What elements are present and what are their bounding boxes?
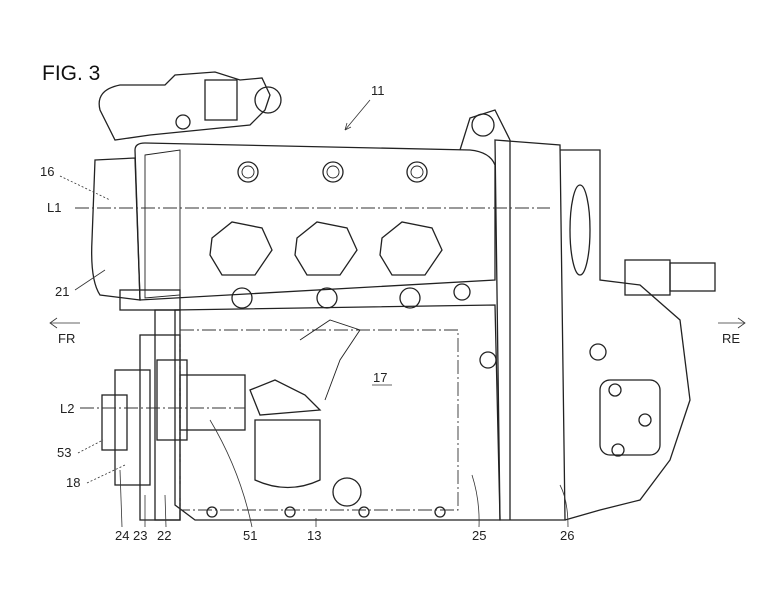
cylinder-head xyxy=(134,109,511,309)
label-l1: L1 xyxy=(47,200,61,215)
label-51: 51 xyxy=(243,528,257,543)
front-arrow: FR xyxy=(49,317,80,346)
label-24: 24 xyxy=(115,528,129,543)
label-26: 26 xyxy=(560,528,574,543)
svg-text:FR: FR xyxy=(58,331,75,346)
label-21: 21 xyxy=(55,284,69,299)
label-17: 17 xyxy=(373,370,387,385)
label-18: 18 xyxy=(66,475,80,490)
front-covers xyxy=(91,157,246,521)
label-53: 53 xyxy=(57,445,71,460)
figure-title: FIG. 3 xyxy=(42,62,100,85)
upper-accessories xyxy=(98,71,282,141)
label-11: 11 xyxy=(371,83,385,98)
rear-arrow: RE xyxy=(718,317,746,346)
rear-housing xyxy=(494,139,716,521)
label-13: 13 xyxy=(307,528,321,543)
crankcase xyxy=(174,304,501,521)
label-22: 22 xyxy=(157,528,171,543)
label-25: 25 xyxy=(472,528,486,543)
label-23: 23 xyxy=(133,528,147,543)
label-l2: L2 xyxy=(60,401,74,416)
label-16: 16 xyxy=(40,164,54,179)
svg-text:RE: RE xyxy=(722,331,740,346)
